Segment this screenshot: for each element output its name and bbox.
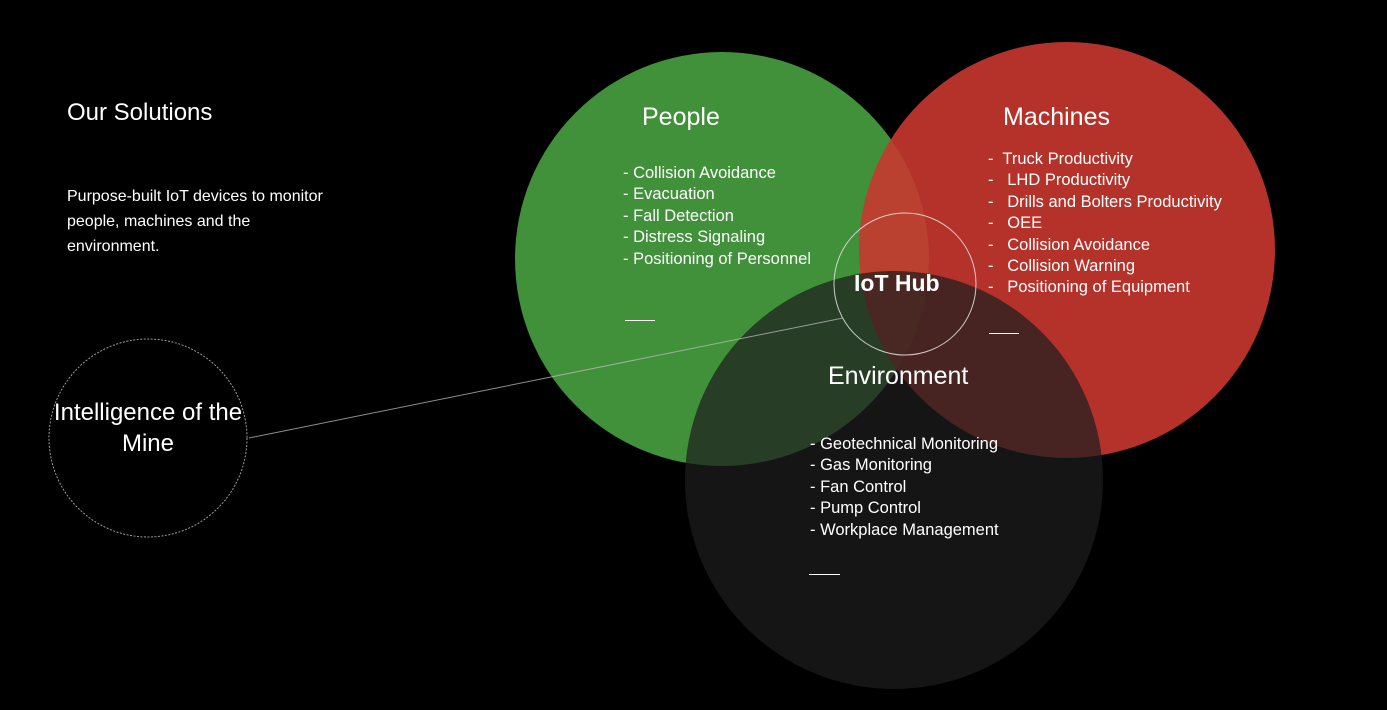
people-title: People bbox=[642, 103, 720, 131]
list-item: - Positioning of Equipment bbox=[988, 278, 1190, 297]
environment-title: Environment bbox=[828, 362, 969, 390]
intelligence-label: Intelligence of the Mine bbox=[53, 399, 243, 457]
list-item: - Collision Avoidance bbox=[988, 235, 1151, 254]
list-item: - Positioning of Personnel bbox=[623, 249, 812, 268]
list-item: - OEE bbox=[988, 214, 1043, 233]
environment-items: - Geotechnical Monitoring - Gas Monitori… bbox=[810, 434, 999, 541]
connector-line bbox=[248, 317, 844, 439]
environment-divider bbox=[809, 574, 840, 575]
list-item: - Fall Detection bbox=[623, 206, 734, 225]
environment-circle bbox=[685, 271, 1103, 689]
iot-hub-label: IoT Hub bbox=[854, 270, 940, 296]
intelligence-circle bbox=[48, 338, 248, 538]
list-item: - LHD Productivity bbox=[988, 171, 1131, 190]
page-title: Our Solutions bbox=[67, 99, 213, 126]
iot-hub-circle bbox=[833, 212, 977, 356]
list-item: - Evacuation bbox=[623, 185, 715, 204]
list-item: - Pump Control bbox=[810, 499, 921, 518]
list-item: - Drills and Bolters Productivity bbox=[988, 192, 1222, 211]
machines-divider bbox=[989, 333, 1019, 334]
people-divider bbox=[625, 320, 655, 321]
list-item: - Collision Avoidance bbox=[623, 164, 776, 182]
list-item: - Truck Productivity bbox=[988, 150, 1133, 168]
list-item: - Fan Control bbox=[810, 477, 907, 496]
people-items: - Collision Avoidance - Evacuation - Fal… bbox=[623, 163, 811, 270]
machines-title: Machines bbox=[1003, 103, 1110, 131]
list-item: - Gas Monitoring bbox=[810, 456, 932, 475]
list-item: - Geotechnical Monitoring bbox=[810, 435, 999, 453]
list-item: - Collision Warning bbox=[988, 257, 1136, 276]
list-item: - Workplace Management bbox=[810, 520, 999, 539]
page-description: Purpose-built IoT devices to monitor peo… bbox=[67, 188, 323, 255]
list-item: - Distress Signaling bbox=[623, 228, 766, 247]
machines-items: - Truck Productivity - LHD Productivity … bbox=[988, 149, 1222, 299]
